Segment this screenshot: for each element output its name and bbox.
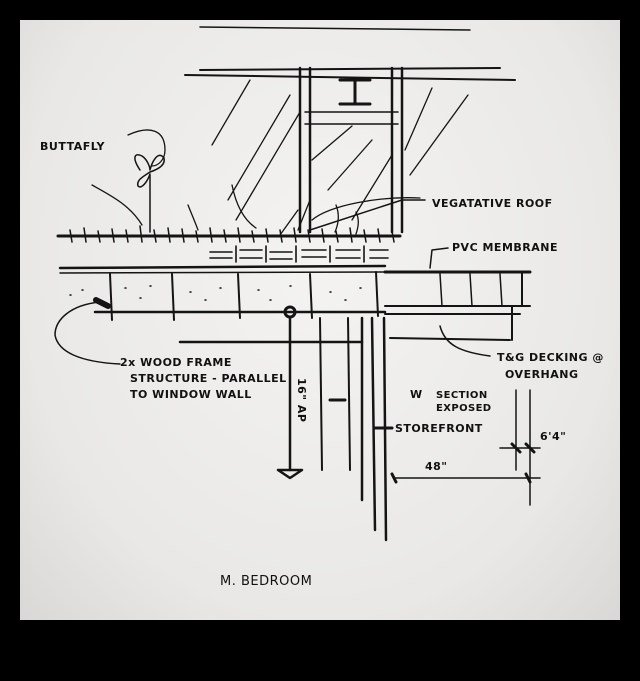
label-wood-frame-window-wall: TO WINDOW WALL: [130, 388, 252, 401]
label-section: SECTION: [436, 390, 488, 401]
label-decking: T&G DECKING @: [497, 351, 604, 364]
dimensions: [390, 389, 541, 506]
plants: [91, 129, 421, 235]
label-dim-64: 6'4": [540, 430, 566, 443]
label-wood-frame: 2x WOOD FRAME: [120, 356, 232, 369]
columns-and-beams: [178, 316, 511, 542]
label-w: W: [410, 388, 423, 401]
label-dim-48: 48": [425, 460, 448, 473]
label-butterfly: BUTTAFLY: [40, 140, 106, 153]
label-wood-frame-structure: STRUCTURE - PARALLEL: [130, 372, 287, 385]
drawing-title: M. BEDROOM: [220, 574, 312, 589]
label-pvc-membrane: PVC MEMBRANE: [452, 241, 558, 254]
label-overhang: OVERHANG: [505, 368, 579, 381]
top-line: [199, 26, 471, 31]
label-vegetative-roof: VEGATATIVE ROOF: [432, 197, 553, 210]
vegetative-roof-grass: [56, 225, 402, 263]
window-wall-framing: [184, 66, 516, 236]
leader-lines: [54, 199, 491, 365]
label-dim-16: 16" AP: [295, 378, 308, 422]
label-storefront: STOREFRONT: [395, 422, 483, 435]
label-exposed: EXPOSED: [436, 403, 492, 414]
roof-assembly: [58, 264, 532, 341]
